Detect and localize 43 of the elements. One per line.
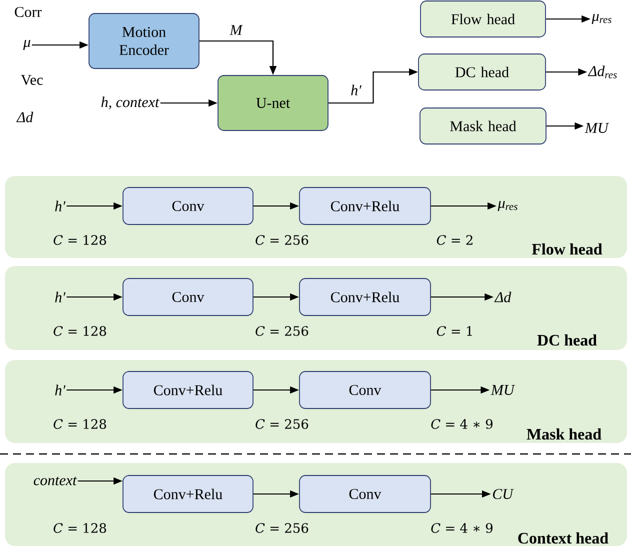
variable-label: μ xyxy=(23,40,30,50)
variable-label: μ$_{res}$ xyxy=(498,200,518,212)
channel-label: C = 128 xyxy=(54,523,106,533)
process-box: Conv+Relu xyxy=(299,187,431,225)
variable-label: h, context xyxy=(101,96,160,110)
channel-label: C = 128 xyxy=(54,326,106,336)
channel-label: C = 4 ∗ 9 xyxy=(431,523,492,533)
variable-label: MU xyxy=(584,123,610,133)
process-box: Conv xyxy=(122,278,254,316)
process-box: Conv+Relu xyxy=(122,475,254,513)
channel-label: C = 256 xyxy=(256,419,308,429)
input-label: Corr xyxy=(14,6,42,18)
variable-label: h′ xyxy=(55,384,66,396)
process-box: Mask head xyxy=(420,108,546,144)
variable-label: Δd xyxy=(494,292,512,302)
variable-label: μ$_{res}$ xyxy=(592,14,612,24)
input-label: Δd xyxy=(16,112,34,122)
process-box: DC head xyxy=(418,54,546,90)
channel-label: C = 256 xyxy=(256,235,308,245)
channel-label: C = 128 xyxy=(54,419,106,429)
channel-label: C = 256 xyxy=(256,326,308,336)
process-box: Conv xyxy=(122,187,254,225)
channel-label: C = 1 xyxy=(436,326,472,336)
process-box: Flow head xyxy=(420,0,546,38)
variable-label: h′ xyxy=(55,292,66,302)
channel-label: C = 2 xyxy=(436,235,472,245)
variable-label: MU xyxy=(490,385,516,395)
process-box: Conv+Relu xyxy=(122,371,254,409)
variable-label: context xyxy=(34,476,77,486)
process-box: Conv xyxy=(299,371,431,409)
edge-label: h′ xyxy=(350,84,362,96)
variable-label: h′ xyxy=(55,200,66,212)
channel-label: C = 4 ∗ 9 xyxy=(431,419,492,429)
process-box: Conv+Relu xyxy=(299,278,431,316)
input-label: Vec xyxy=(20,74,43,86)
process-box: Motion Encoder xyxy=(88,13,200,69)
channel-label: C = 128 xyxy=(54,235,106,245)
channel-label: C = 256 xyxy=(256,523,308,533)
variable-label: Δd$_{res}$ xyxy=(588,66,617,78)
process-box: Conv xyxy=(299,475,431,513)
edge-label: M xyxy=(228,24,244,36)
variable-label: CU xyxy=(493,488,514,500)
process-box: U-net xyxy=(218,75,328,131)
